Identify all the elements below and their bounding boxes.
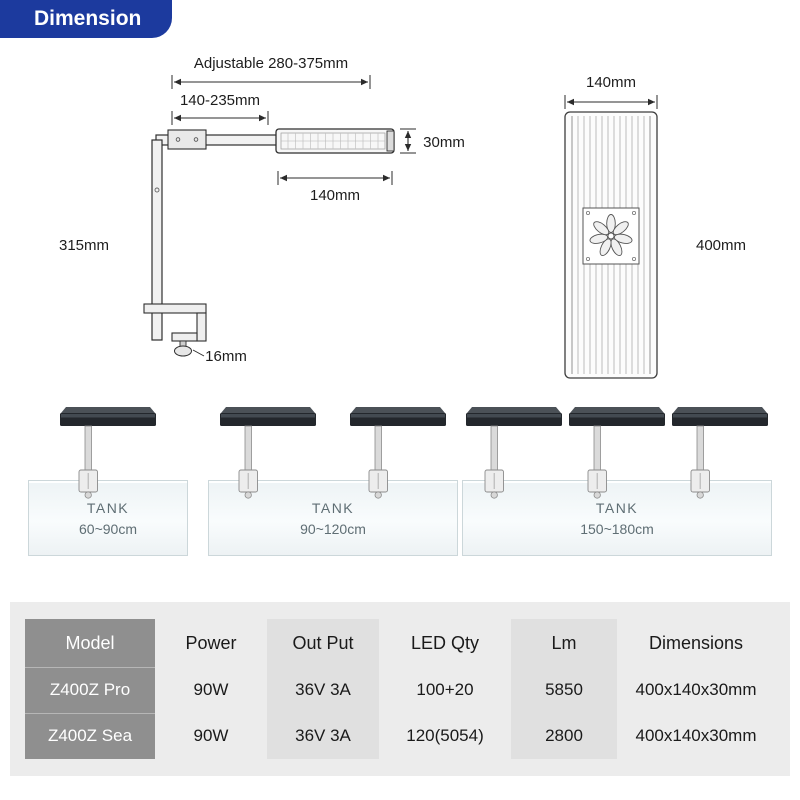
lamp-top-drawing: [564, 111, 658, 379]
light-unit: [220, 407, 316, 499]
light-unit: [350, 407, 446, 499]
table-header-model: Model: [25, 619, 155, 667]
spec-table: Model Power Out Put LED Qty Lm Dimension…: [25, 619, 775, 759]
top-view-diagram: 140mm: [564, 74, 746, 379]
table-cell: 400x140x30mm: [635, 680, 757, 699]
fan-drawing: [582, 207, 640, 265]
table-header-led-qty: LED Qty: [410, 632, 480, 653]
table-cell: 36V 3A: [267, 713, 379, 759]
table-cell: 90W: [193, 680, 229, 699]
clamp-drawing: [143, 303, 207, 357]
tank-medium-lights: [220, 407, 446, 499]
tank-size-large: TANK 150~180cm: [462, 400, 772, 560]
light-unit: [569, 407, 665, 499]
tank-size-small: TANK 60~90cm: [28, 400, 188, 560]
table-cell: 120(5054): [406, 726, 484, 745]
dim-top-length-label: 400mm: [696, 237, 746, 254]
dim-lamp-width-label: 140mm: [310, 187, 360, 204]
dim-adjustable-label: Adjustable 280-375mm: [194, 55, 348, 72]
dim-stand-height-label: 315mm: [59, 237, 109, 254]
table-cell: 2800: [511, 713, 617, 759]
tank-label: TANK: [86, 499, 130, 516]
side-view-diagram: Adjustable 280-375mm 140-235mm: [59, 55, 465, 365]
dim-arm-range-label: 140-235mm: [180, 92, 260, 109]
page-title: Dimension: [34, 7, 142, 30]
tank-size-medium: TANK 90~120cm: [208, 400, 458, 560]
tank-range-label: 90~120cm: [300, 520, 366, 537]
tank-label: TANK: [311, 499, 355, 516]
dim-top-width-label: 140mm: [586, 74, 636, 91]
tank-small-lights: [60, 407, 156, 499]
table-header-power: Power: [185, 632, 237, 653]
table-header-dimensions: Dimensions: [648, 632, 744, 653]
table-cell: 400x140x30mm: [635, 726, 757, 745]
light-unit: [60, 407, 156, 499]
dim-clamp-gap-label: 16mm: [205, 348, 247, 365]
lamp-side-drawing: [151, 128, 395, 341]
light-unit: [466, 407, 562, 499]
table-cell: 100+20: [416, 680, 474, 699]
tank-label: TANK: [595, 499, 639, 516]
tank-large-box: TANK 150~180cm: [462, 480, 772, 556]
tank-small-box: TANK 60~90cm: [28, 480, 188, 556]
table-header-output: Out Put: [267, 619, 379, 667]
table-header-lm: Lm: [511, 619, 617, 667]
tank-range-label: 150~180cm: [580, 520, 654, 537]
model-cell: Z400Z Sea: [25, 713, 155, 759]
table-cell: 36V 3A: [267, 667, 379, 713]
tank-range-label: 60~90cm: [79, 520, 137, 537]
page-title-badge: Dimension: [0, 0, 172, 38]
spec-table-panel: Model Power Out Put LED Qty Lm Dimension…: [10, 602, 790, 776]
table-cell: 90W: [193, 726, 229, 745]
model-cell: Z400Z Pro: [25, 667, 155, 713]
dim-lamp-height-label: 30mm: [423, 134, 465, 151]
tank-large-lights: [466, 407, 768, 499]
light-unit: [672, 407, 768, 499]
table-cell: 5850: [511, 667, 617, 713]
